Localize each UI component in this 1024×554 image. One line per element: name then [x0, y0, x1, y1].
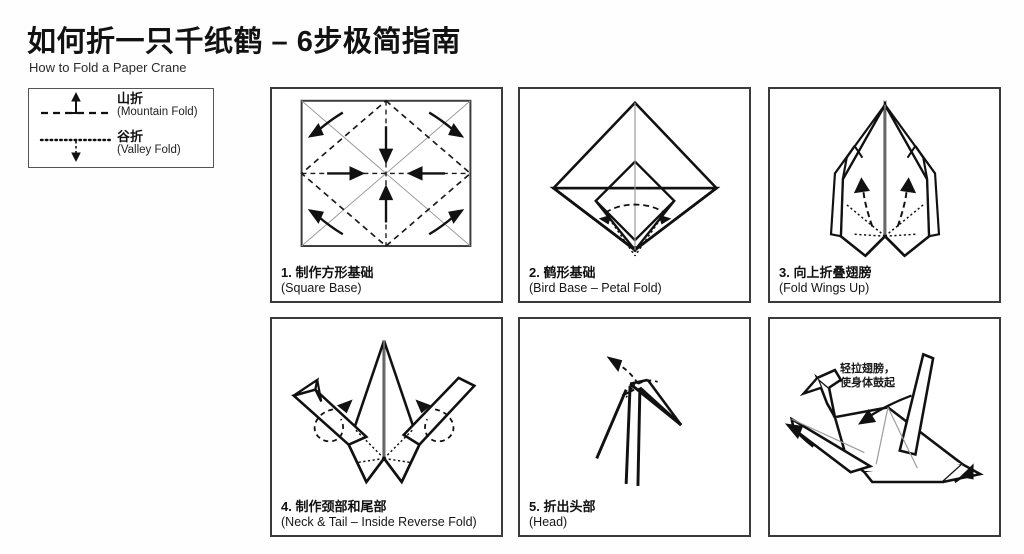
page-title: 如何折一只千纸鹤 – 6步极简指南 [27, 26, 461, 58]
caption-cn-3: 3. 向上折叠翅膀 [779, 265, 872, 281]
legend-en-mountain: (Mountain Fold) [117, 105, 198, 118]
bird-base-diagram [549, 100, 721, 257]
legend-cn-mountain: 山折 [117, 91, 144, 106]
annotation-pull-wings: 轻拉翅膀， 使身体鼓起 [840, 363, 895, 389]
caption-en-4: (Neck & Tail – Inside Reverse Fold) [281, 515, 477, 529]
head-fold-diagram [595, 356, 683, 486]
caption-step-2: 2. 鹤形基础 (Bird Base – Petal Fold) [529, 266, 662, 295]
step-panel-2: 2. 鹤形基础 (Bird Base – Petal Fold) [518, 87, 751, 303]
legend-en-valley: (Valley Fold) [117, 143, 181, 156]
mountain-fold-icon [37, 89, 115, 129]
caption-cn-4: 4. 制作颈部和尾部 [281, 499, 387, 515]
legend-item-valley-fold: 谷折 (Valley Fold) [29, 127, 213, 167]
step-panel-3: 3. 向上折叠翅膀 (Fold Wings Up) [768, 87, 1001, 303]
legend-label-valley: 谷折 (Valley Fold) [117, 130, 181, 156]
valley-fold-icon [37, 127, 115, 167]
caption-step-1: 1. 制作方形基础 (Square Base) [281, 266, 373, 295]
legend-label-mountain: 山折 (Mountain Fold) [117, 92, 198, 118]
legend-item-mountain-fold: 山折 (Mountain Fold) [29, 89, 213, 129]
caption-en-3: (Fold Wings Up) [779, 281, 870, 295]
fold-wings-up-diagram [829, 99, 941, 258]
square-base-diagram [300, 99, 472, 248]
caption-step-4: 4. 制作颈部和尾部 (Neck & Tail – Inside Reverse… [281, 500, 477, 529]
step-panel-5: 5. 折出头部 (Head) [518, 317, 751, 537]
caption-en-5: (Head) [529, 515, 568, 529]
caption-step-5: 5. 折出头部 (Head) [529, 500, 595, 529]
legend-cn-valley: 谷折 [117, 129, 144, 144]
caption-en-2: (Bird Base – Petal Fold) [529, 281, 662, 295]
caption-en-1: (Square Base) [281, 281, 362, 295]
neck-and-tail-diagram [291, 340, 477, 485]
finished-crane-diagram [784, 352, 984, 484]
fold-legend: 山折 (Mountain Fold) 谷折 (Valley Fold) [28, 88, 214, 168]
step-panel-6: 轻拉翅膀， 使身体鼓起 [768, 317, 1001, 537]
step-panel-1: 1. 制作方形基础 (Square Base) [270, 87, 503, 303]
caption-cn-5: 5. 折出头部 [529, 499, 596, 515]
caption-cn-1: 1. 制作方形基础 [281, 265, 374, 281]
caption-step-3: 3. 向上折叠翅膀 (Fold Wings Up) [779, 266, 871, 295]
step-panel-4: 4. 制作颈部和尾部 (Neck & Tail – Inside Reverse… [270, 317, 503, 537]
caption-cn-2: 2. 鹤形基础 [529, 265, 596, 281]
page-subtitle: How to Fold a Paper Crane [29, 60, 187, 75]
